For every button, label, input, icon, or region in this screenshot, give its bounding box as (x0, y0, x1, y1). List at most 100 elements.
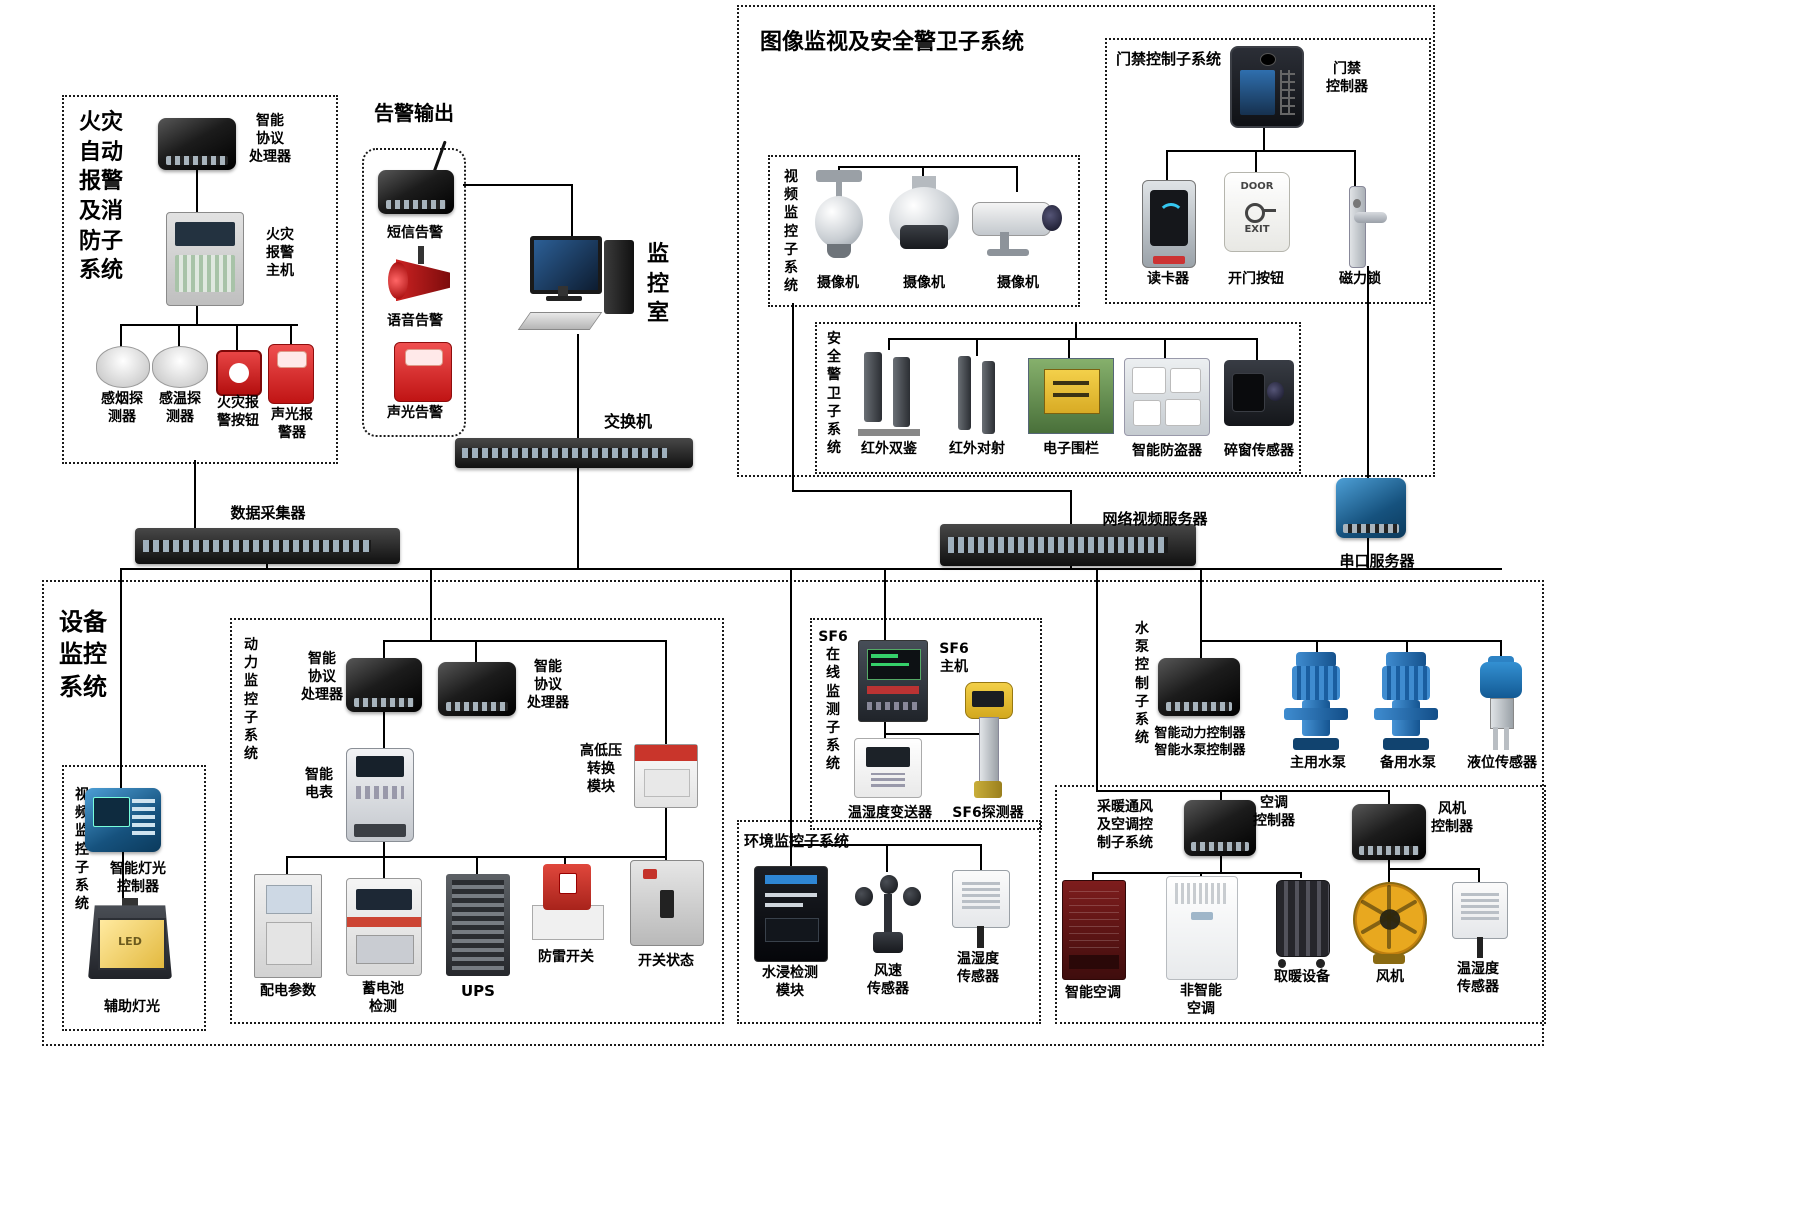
wire (1388, 868, 1480, 870)
wire (571, 184, 573, 238)
security-guard-box (815, 322, 1301, 474)
camera3-label: 摄像机 (997, 275, 1039, 291)
wire (980, 844, 982, 870)
wire (564, 856, 566, 864)
wire (1367, 266, 1369, 478)
switch-label: 交换机 (603, 412, 652, 431)
heater-label: 取暖设备 (1274, 969, 1330, 985)
wire (1075, 322, 1077, 338)
voice-alarm-device (388, 246, 454, 306)
exit-text: EXIT (1244, 224, 1270, 236)
led-text: LED (118, 934, 142, 948)
smoke-detector-label: 感烟探 测器 (101, 391, 143, 426)
antitheft-device (1124, 358, 1210, 436)
wire (1068, 338, 1070, 358)
lightning-switch-label: 防雷开关 (538, 949, 594, 965)
wire (1200, 568, 1202, 640)
ups-label: UPS (461, 982, 495, 1000)
wire (665, 640, 667, 744)
sound-light-output-device (394, 342, 452, 402)
nvr-label: 网络视频服务器 (1102, 510, 1208, 528)
fan-label: 风机 (1376, 969, 1404, 985)
wire (888, 338, 1258, 340)
wire (383, 840, 385, 856)
fan-controller-device (1352, 804, 1426, 860)
power-title: 动 力 监 控 子 系 统 (244, 637, 258, 763)
wire (383, 640, 666, 642)
wire (884, 720, 886, 738)
wire (790, 844, 980, 846)
plain-ac-label: 非智能 空调 (1180, 983, 1222, 1018)
wire (383, 712, 385, 748)
wire (1255, 150, 1257, 172)
window-sensor-device (1224, 360, 1294, 426)
ac-controller-device (1184, 800, 1256, 856)
fan-controller-label: 风机 控制器 (1431, 801, 1473, 836)
video-surveillance-box (768, 155, 1080, 307)
water-module-label: 水浸检测 模块 (762, 965, 818, 1000)
ptz-camera (884, 176, 964, 270)
alarm-output-title: 告警输出 (374, 101, 454, 125)
data-collector-label: 数据采集器 (230, 504, 306, 522)
water-module-device (754, 866, 828, 962)
wire (1354, 150, 1356, 188)
smart-meter-device (346, 748, 414, 842)
fire-subsystem-title: 火灾 自动 报警 及消 防子 系统 (78, 110, 123, 284)
magnetic-lock-label: 磁力锁 (1339, 271, 1381, 287)
surveillance-box (737, 5, 1435, 477)
serial-server-device (1336, 478, 1406, 538)
door-button-device: DOOR EXIT (1224, 172, 1290, 252)
access-controller-device (1230, 46, 1304, 128)
aux-floodlight-device: LED (88, 898, 172, 990)
hvac-th-sensor-label: 温湿度 传感器 (1457, 961, 1499, 996)
smoke-detector (96, 346, 150, 388)
power-protocol2-label: 智能 协议 处理器 (527, 659, 569, 712)
wire (120, 324, 298, 326)
wire (120, 568, 1502, 570)
wire (383, 640, 385, 658)
monitoring-computer (517, 236, 640, 334)
wire (122, 852, 124, 898)
sound-light-alarm-device (268, 344, 314, 404)
access-title: 门禁控制子系统 (1116, 50, 1222, 68)
wire (884, 733, 986, 735)
sf6-title: SF6 在 线 监 测 子 系 统 (818, 629, 848, 773)
camera2-label: 摄像机 (903, 275, 945, 291)
fire-alarm-host-label: 火灾 报警 主机 (266, 227, 294, 280)
main-pump-label: 主用水泵 (1290, 755, 1346, 771)
wire (286, 856, 288, 874)
wire (383, 856, 385, 878)
nvr-device (940, 524, 1196, 566)
wire (1092, 872, 1300, 874)
equipment-system-box (42, 580, 1544, 1046)
video-sub-title: 视 频 监 控 子 系 统 (784, 169, 798, 295)
wire (1200, 640, 1202, 658)
wire (790, 568, 792, 866)
hvac-title: 采暖通风 及空调控 制子系统 (1097, 799, 1153, 852)
antitheft-label: 智能防盗器 (1132, 443, 1202, 459)
surveillance-title: 图像监视及安全警卫子系统 (760, 30, 1025, 55)
sf6-transmitter-device (854, 738, 922, 798)
wire (577, 468, 579, 570)
door-button-label: 开门按钮 (1228, 271, 1284, 287)
level-sensor-label: 液位传感器 (1467, 755, 1537, 771)
wire (196, 304, 198, 324)
hvac-subsystem-box (1055, 785, 1546, 1024)
wire (838, 166, 1018, 168)
wire (976, 338, 978, 356)
ir-dual-label: 红外双鉴 (861, 441, 917, 457)
hv-module-device (634, 744, 698, 808)
wire (884, 568, 886, 640)
ir-beam-device (950, 356, 1004, 436)
wire (1166, 150, 1168, 180)
wire (1164, 338, 1166, 358)
wire (792, 490, 1072, 492)
wire (1016, 166, 1018, 192)
hv-module-label: 高低压 转换 模块 (580, 743, 622, 796)
wire (1096, 568, 1098, 790)
light-controller-device (85, 788, 161, 852)
equipment-title: 设备 监控 系统 (59, 608, 107, 701)
wire (1388, 790, 1390, 804)
power-protocol2-device (438, 662, 516, 716)
wire (120, 568, 122, 788)
